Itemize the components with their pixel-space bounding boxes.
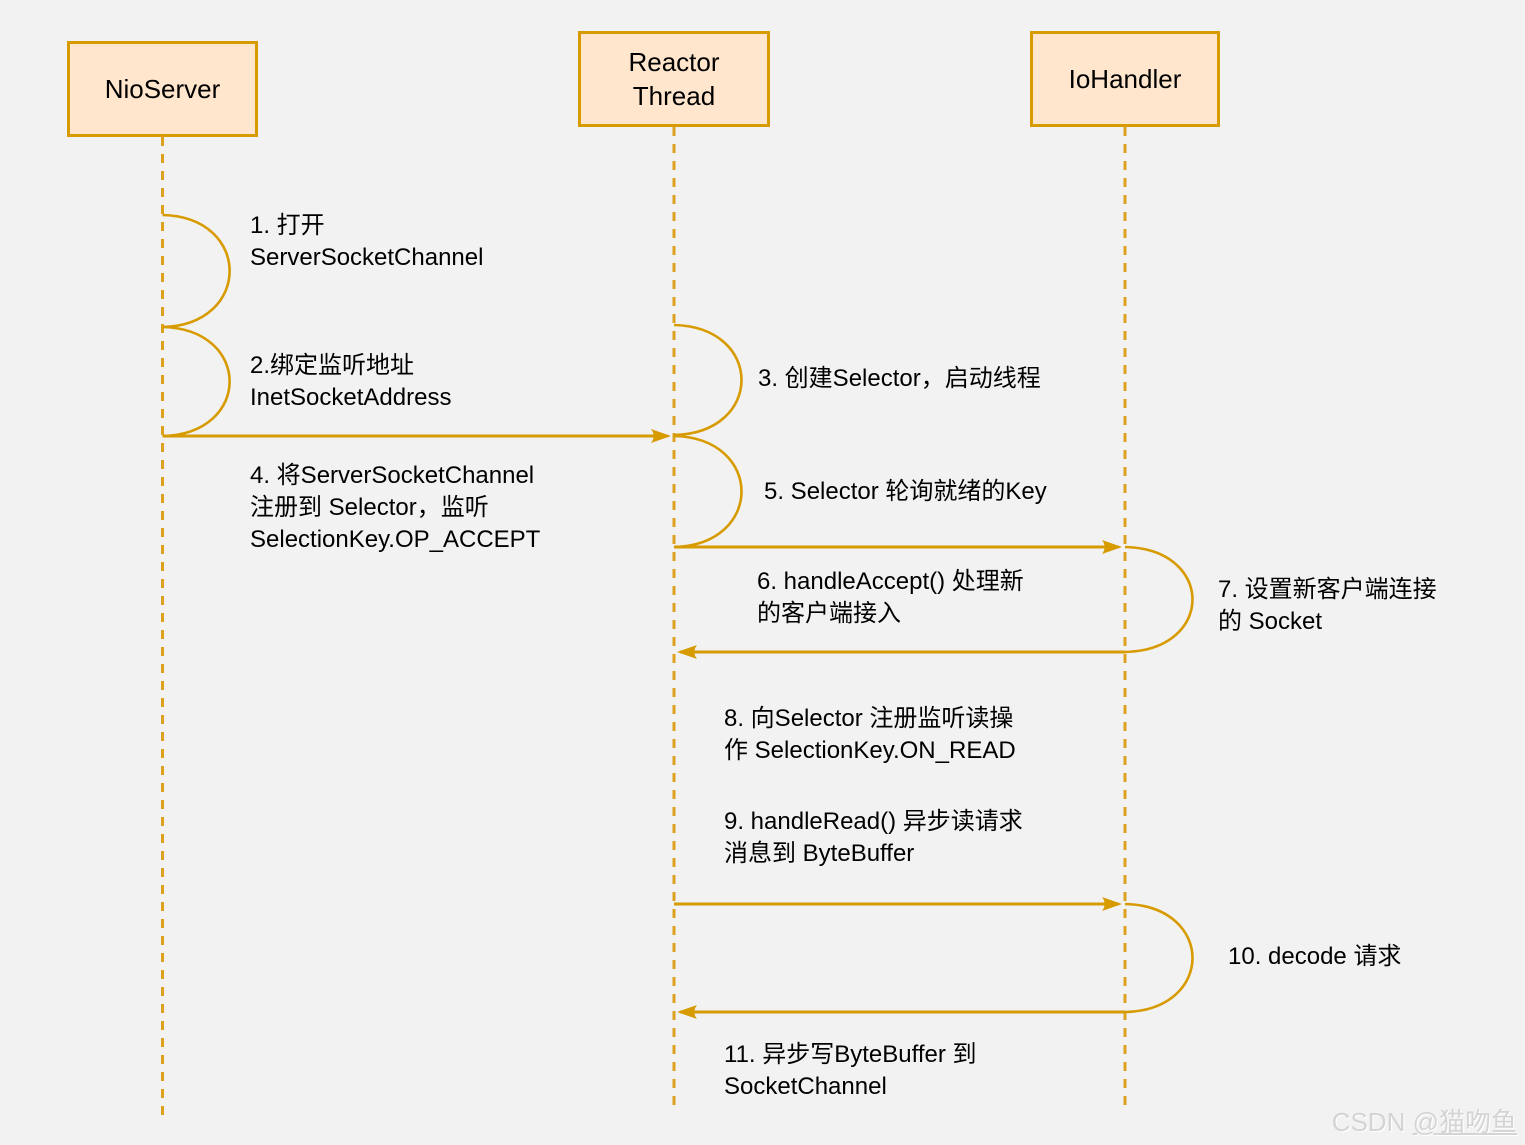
self-loop-2-bind-address [162,325,231,438]
actor-reactor-thread: Reactor Thread [578,31,770,127]
actor-iohandler-label: IoHandler [1068,64,1182,94]
message-3-label: 3. 创建Selector，启动线程 [758,365,1041,392]
actor-iohandler: IoHandler [1030,31,1220,127]
message-7-label: 7. 设置新客户端连接 的 Socket [1218,576,1437,635]
self-loop-7-setup-socket [1124,545,1194,654]
watermark: CSDN @猫吻鱼 [1332,1102,1517,1139]
message-6-label: 6. handleAccept() 处理新 的客户端接入 [757,568,1024,627]
self-loop-1-open-serversocketchannel [162,213,231,329]
message-2-label: 2.绑定监听地址 InetSocketAddress [250,352,452,411]
message-9-label: 9. handleRead() 异步读请求 消息到 ByteBuffer [724,808,1023,867]
watermark-site: CSDN [1331,1107,1413,1137]
actor-nioserver-label: NioServer [104,74,221,104]
message-1-label: 1. 打开 ServerSocketChannel [250,212,484,271]
message-10-label: 10. decode 请求 [1228,943,1402,970]
message-11-label: 11. 异步写ByteBuffer 到 SocketChannel [724,1041,977,1100]
self-loop-10-decode [1124,902,1194,1014]
actor-nioserver: NioServer [67,41,258,137]
self-loop-5-selector-poll [673,434,743,549]
message-4-label: 4. 将ServerSocketChannel 注册到 Selector，监听 … [250,462,541,553]
message-5-label: 5. Selector 轮询就绪的Key [764,478,1047,505]
self-loop-3-create-selector [673,323,743,437]
watermark-user: @猫吻鱼 [1412,1107,1517,1137]
actor-reactor-thread-label: Reactor Thread [628,47,720,111]
message-8-label: 8. 向Selector 注册监听读操 作 SelectionKey.ON_RE… [724,705,1016,764]
